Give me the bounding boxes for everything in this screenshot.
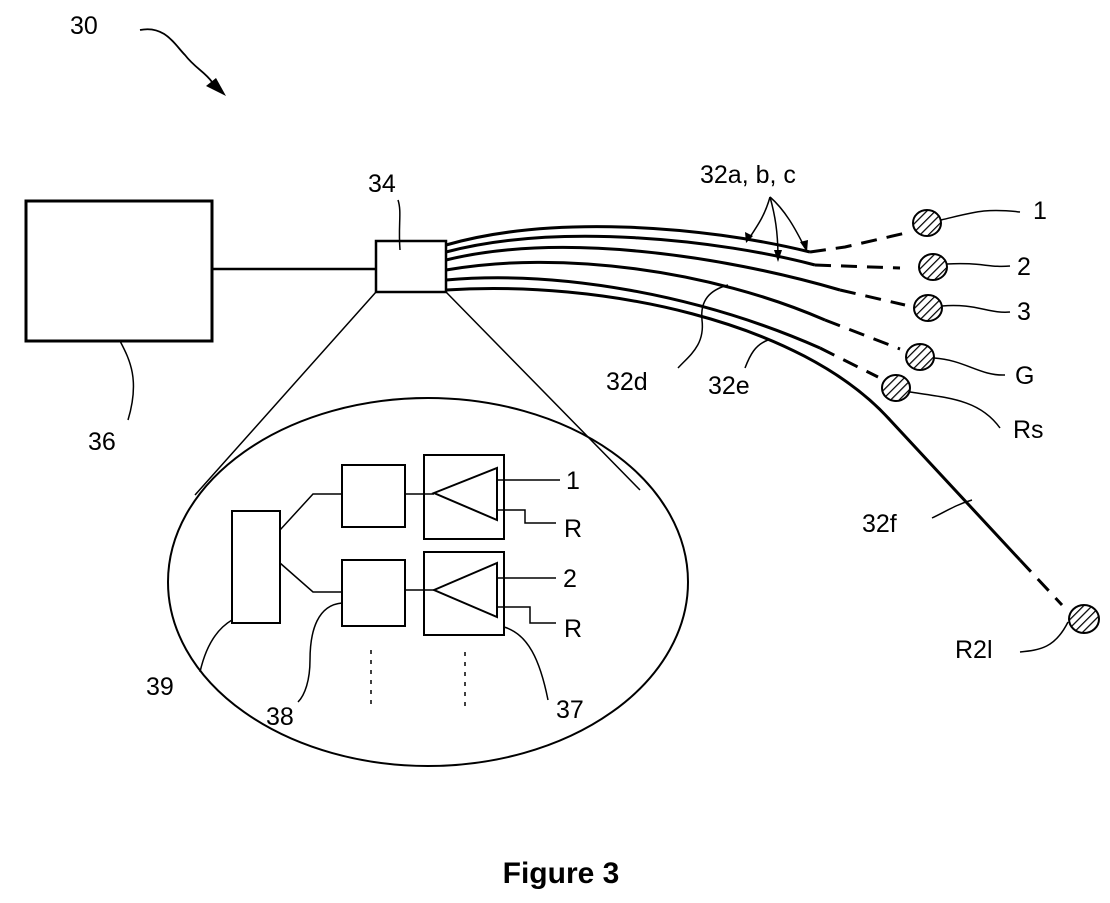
ref-34-label: 34 (368, 170, 396, 198)
block-38-bottom (342, 560, 405, 626)
electrode-g (906, 344, 934, 370)
electrode-label-g: G (1015, 362, 1034, 390)
inset-leaders (200, 603, 548, 702)
electrode-label-2: 2 (1017, 253, 1031, 281)
inset-wiring (280, 480, 560, 623)
main-unit-box (26, 201, 212, 341)
electrode-label-3: 3 (1017, 298, 1031, 326)
electrode-3 (914, 295, 942, 321)
block-37-top (424, 455, 504, 539)
amplifier-2-triangle (434, 563, 497, 617)
electrode-1 (913, 210, 941, 236)
electrode-label-1: 1 (1033, 197, 1047, 225)
electrode-label-rs: Rs (1013, 416, 1044, 444)
lead-wire-1 (446, 227, 810, 252)
ref-30-arrow (140, 29, 212, 82)
ref-32abc-label: 32a, b, c (700, 161, 796, 189)
ref-36-label: 36 (88, 428, 116, 456)
connector-box (376, 241, 446, 292)
amp2-signal-label: 2 (563, 565, 577, 593)
inset-circle (168, 398, 688, 766)
electrode-rs (882, 375, 910, 401)
ref-39-label: 39 (146, 673, 174, 701)
amplifier-1-triangle (434, 468, 497, 520)
ref-32f-leader (932, 500, 972, 518)
lead-wire-2-dash (815, 265, 900, 268)
ref-32e-leader (745, 340, 768, 368)
ref-32e-label: 32e (708, 372, 750, 400)
electrode-r2l (1069, 605, 1099, 633)
ref-32d-leader (678, 285, 728, 368)
lead-wire-r2l (446, 289, 1020, 560)
amp1-ref-label: R (564, 515, 582, 543)
electrode-label-r2l: R2l (955, 636, 993, 664)
lead-wire-3-dash (840, 290, 905, 305)
block-38-top (342, 465, 405, 527)
lead-wire-1-dash (810, 232, 910, 252)
ref-36-leader (120, 341, 133, 420)
lead-wire-rs-dash (820, 348, 878, 377)
ref-37-label: 37 (556, 696, 584, 724)
ref-32f-label: 32f (862, 510, 897, 538)
figure-caption: Figure 3 (503, 857, 620, 890)
block-39 (232, 511, 280, 623)
lead-wire-r2l-dash (1020, 560, 1062, 605)
lead-wire-g-dash (825, 320, 900, 349)
amp1-signal-label: 1 (566, 467, 580, 495)
ref-34-leader (398, 200, 400, 250)
amp2-ref-label: R (564, 615, 582, 643)
electrode-2 (919, 254, 947, 280)
ref-30-arrowhead (206, 78, 226, 96)
ref-38-label: 38 (266, 703, 294, 731)
ref-30-label: 30 (70, 12, 98, 40)
ref-32d-label: 32d (606, 368, 648, 396)
